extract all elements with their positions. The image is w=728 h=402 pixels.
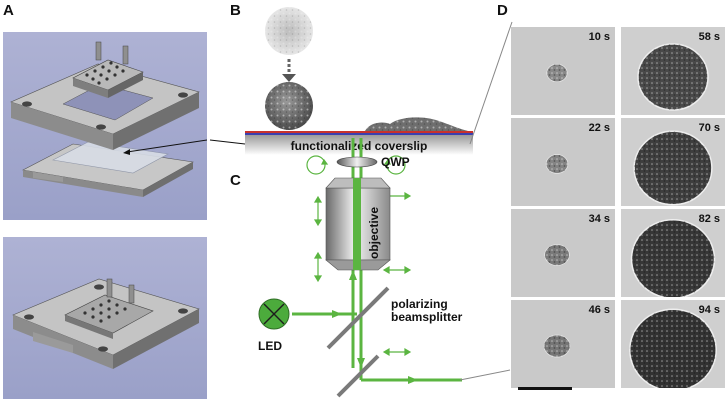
panel-d-label: D: [497, 2, 508, 19]
cell-micrograph: [633, 130, 713, 206]
cell-micrograph: [544, 244, 570, 266]
holder-exploded-drawing: [10, 41, 208, 197]
timelapse-frame: 10 s: [511, 27, 615, 115]
quarter-wave-plate: [336, 156, 378, 168]
objective-label: objective: [367, 207, 381, 259]
coverslip-label: functionalized coverslip: [291, 139, 428, 153]
timestamp-label: 94 s: [698, 304, 720, 316]
zoom-line-top: [469, 21, 513, 145]
timestamp-label: 70 s: [698, 122, 720, 134]
beamsplitter-label-line2: beamsplitter: [391, 310, 463, 324]
holder-exploded-view: [3, 32, 208, 220]
cell-contacting-surface: [265, 82, 313, 130]
cell-micrograph: [637, 43, 709, 111]
cell-micrograph: [629, 308, 717, 388]
approach-arrowhead: [282, 74, 296, 82]
coverslip: [245, 135, 473, 155]
fold-mirror: [336, 354, 380, 398]
cell-micrograph: [630, 219, 716, 297]
timestamp-label: 34 s: [588, 213, 610, 225]
holder-assembled-drawing: [12, 278, 200, 369]
panel-b-diagram: functionalized coverslip: [245, 7, 473, 155]
qwp-label: QWP: [381, 155, 410, 169]
beamsplitter-label-line1: polarizing: [391, 297, 448, 311]
panel-b-label: B: [230, 2, 241, 19]
holder-assembled-view: [3, 237, 207, 399]
panel-c-optics-diagram: QWP objective LED polarizing beamsplitte…: [258, 138, 463, 398]
timelapse-frame: 34 s: [511, 209, 615, 297]
cell-micrograph: [546, 63, 568, 83]
timestamp-label: 22 s: [588, 122, 610, 134]
timestamp-label: 82 s: [698, 213, 720, 225]
timelapse-frame: 82 s: [621, 209, 725, 297]
led-cross-b: [263, 303, 285, 325]
timelapse-frame: 94 s: [621, 300, 725, 388]
cell-spreading: [365, 117, 468, 131]
zoom-line-bottom: [459, 369, 511, 381]
cell-micrograph: [545, 154, 569, 174]
objective-lens: [325, 177, 391, 271]
cell-before-contact: [265, 7, 313, 55]
coverslip-red-layer: [245, 131, 473, 133]
timestamp-label: 46 s: [588, 304, 610, 316]
timestamp-label: 58 s: [698, 31, 720, 43]
timestamp-label: 10 s: [588, 31, 610, 43]
holder-to-coverslip-line: [209, 139, 246, 145]
timelapse-frame: 22 s: [511, 118, 615, 206]
circular-polarization-symbols: [306, 155, 406, 175]
panel-a-label: A: [3, 2, 14, 19]
timelapse-frame: 58 s: [621, 27, 725, 115]
timelapse-frame: 70 s: [621, 118, 725, 206]
coverslip-blue-layer: [245, 133, 473, 135]
scale-bar: [518, 387, 572, 390]
cell-micrograph: [543, 334, 571, 358]
polarizing-beamsplitter: [326, 286, 390, 350]
beamsplitter-label: polarizing beamsplitter: [391, 297, 463, 324]
timelapse-frame: 46 s: [511, 300, 615, 388]
led-label: LED: [258, 339, 282, 353]
panel-c-label: C: [230, 172, 241, 189]
